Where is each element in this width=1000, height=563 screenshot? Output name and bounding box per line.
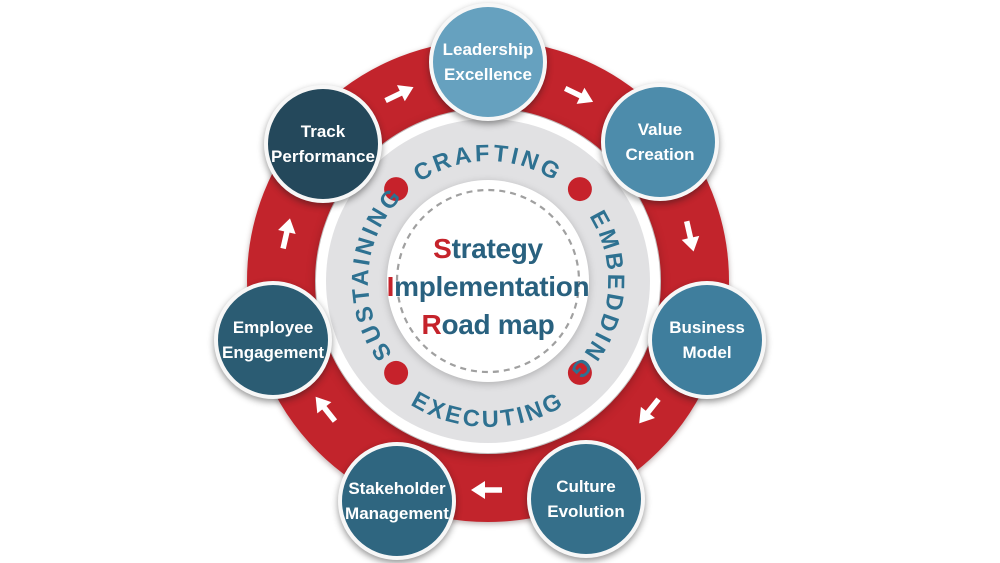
title-line: Implementation [338,268,638,306]
node-label-line: Employee [232,317,314,337]
node-label-line: Track [300,121,346,141]
title-line-rest: trategy [451,233,544,264]
flow-arrow-icon [639,397,661,424]
node-label-line: Leadership [442,39,534,59]
title-accent-letter: I [386,271,395,302]
title-line-rest: oad map [441,309,555,340]
node-business-model: Business Model [648,281,766,399]
node-stakeholder-management: Stakeholder Management [338,442,456,560]
node-track-performance: Track Performance [264,85,382,203]
phase-separator-dot [384,360,409,385]
flow-arrow-icon [315,396,338,423]
title-line: Road map [338,306,638,344]
node-label-line: Performance [271,147,375,166]
node-culture-evolution: Culture Evolution [527,440,645,558]
title-accent-letter: R [421,309,442,340]
node-label-line: Stakeholder [348,478,446,498]
center-disc [387,180,589,382]
title-accent-letter: S [433,233,452,264]
flow-arrow-icon [563,85,594,104]
node-label-line: Culture [556,476,616,496]
node-label-line: Creation [625,145,695,164]
node-employee-engagement: Employee Engagement [214,281,332,399]
node-label-line: Value [637,119,683,139]
node-leadership-excellence: Leadership Excellence [429,3,547,121]
flow-arrow-icon [681,220,700,252]
node-label-line: Business [669,317,745,337]
node-label-line: Evolution [547,502,625,521]
title-line-rest: mplementation [394,271,590,302]
phase-separator-dot [384,177,409,202]
diagram-title: Strategy Implementation Road map [338,230,638,344]
flow-arrow-icon [384,85,414,104]
title-line: Strategy [338,230,638,268]
flow-arrow-icon [471,481,502,499]
node-value-creation: Value Creation [601,83,719,201]
phase-separator-dot [567,177,592,202]
phase-separator-dot [567,360,592,385]
flow-arrow-icon [278,218,296,250]
node-label-line: Management [345,504,449,523]
node-label-line: Model [682,343,732,362]
node-label-line: Engagement [221,343,325,362]
node-label-line: Excellence [444,65,532,84]
center-dashed-border [395,188,581,374]
